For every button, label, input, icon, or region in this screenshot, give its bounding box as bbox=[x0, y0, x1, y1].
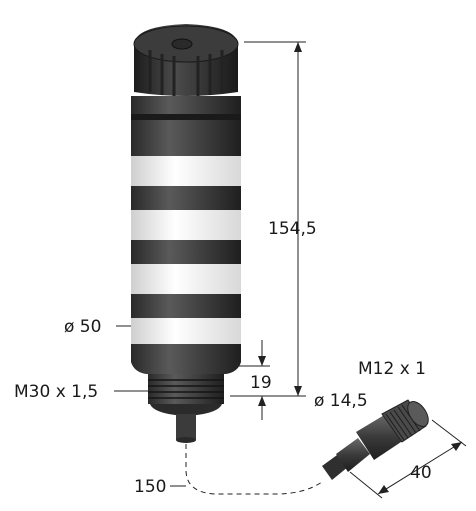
dimension-height bbox=[230, 41, 306, 397]
tower-cable bbox=[176, 414, 196, 440]
tower-band-white-2 bbox=[131, 210, 241, 240]
connector-grip bbox=[336, 438, 370, 472]
label-cable-length: 150 bbox=[134, 477, 166, 497]
signal-tower bbox=[131, 24, 241, 443]
label-height: 154,5 bbox=[268, 219, 317, 239]
label-base-height: 19 bbox=[250, 373, 272, 393]
tower-band-white-4 bbox=[131, 318, 241, 344]
label-connector-thread: M12 x 1 bbox=[358, 359, 426, 379]
tower-segment-dark-3 bbox=[131, 240, 241, 264]
tower-cable-end bbox=[176, 437, 196, 443]
tower-cap-logo bbox=[171, 38, 193, 50]
tower-thread-base bbox=[148, 374, 224, 404]
tower-band-white-3 bbox=[131, 264, 241, 294]
label-thread: M30 x 1,5 bbox=[14, 382, 98, 402]
tower-segment-dark-1 bbox=[131, 120, 241, 156]
tower-bottom-segment bbox=[131, 344, 241, 374]
tower-segment-dark-2 bbox=[131, 186, 241, 210]
tower-band-white-1 bbox=[131, 156, 241, 186]
label-diameter: ø 50 bbox=[64, 317, 101, 337]
tower-ring bbox=[131, 114, 241, 120]
tower-cap-ribs bbox=[148, 50, 224, 97]
label-connector-length: 40 bbox=[410, 463, 432, 483]
dimension-connector-length bbox=[349, 419, 467, 499]
tower-thread-lines bbox=[148, 379, 224, 399]
cable-path-dashed bbox=[185, 444, 323, 495]
label-cable-diameter: ø 14,5 bbox=[314, 391, 368, 411]
tower-thread-end bbox=[150, 404, 222, 416]
m12-connector bbox=[322, 399, 429, 480]
tower-segment-dark-4 bbox=[131, 294, 241, 318]
dimension-base-height bbox=[238, 340, 270, 420]
connector-face bbox=[407, 401, 429, 427]
